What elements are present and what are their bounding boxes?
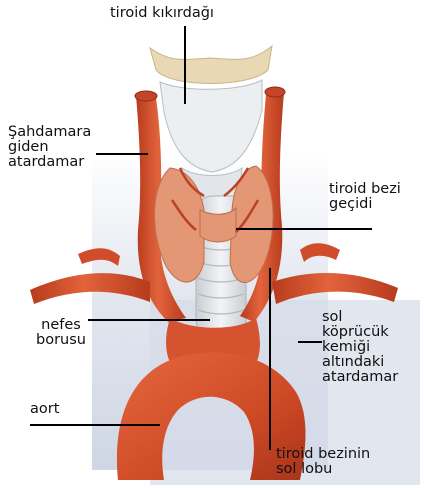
label-sol-koprucuk-kemigi-altindaki-atardamar: sol köprücük kemiği altındaki atardamar (322, 310, 398, 385)
label-tiroid-bezinin-sol-lobu: tiroid bezinin sol lobu (276, 447, 370, 477)
hyoid-bone (150, 46, 272, 84)
label-tiroid-kikirdagi: tiroid kıkırdağı (110, 6, 214, 21)
label-tiroid-bezi-gecidi: tiroid bezi geçidi (329, 182, 401, 212)
label-nefes-borusu: nefes borusu (36, 318, 86, 348)
left-carotid-top (135, 91, 157, 101)
label-aort: aort (30, 402, 59, 417)
label-sahdamara-giden-atardamar: Şahdamara giden atardamar (8, 125, 91, 170)
right-carotid-top (265, 87, 285, 97)
